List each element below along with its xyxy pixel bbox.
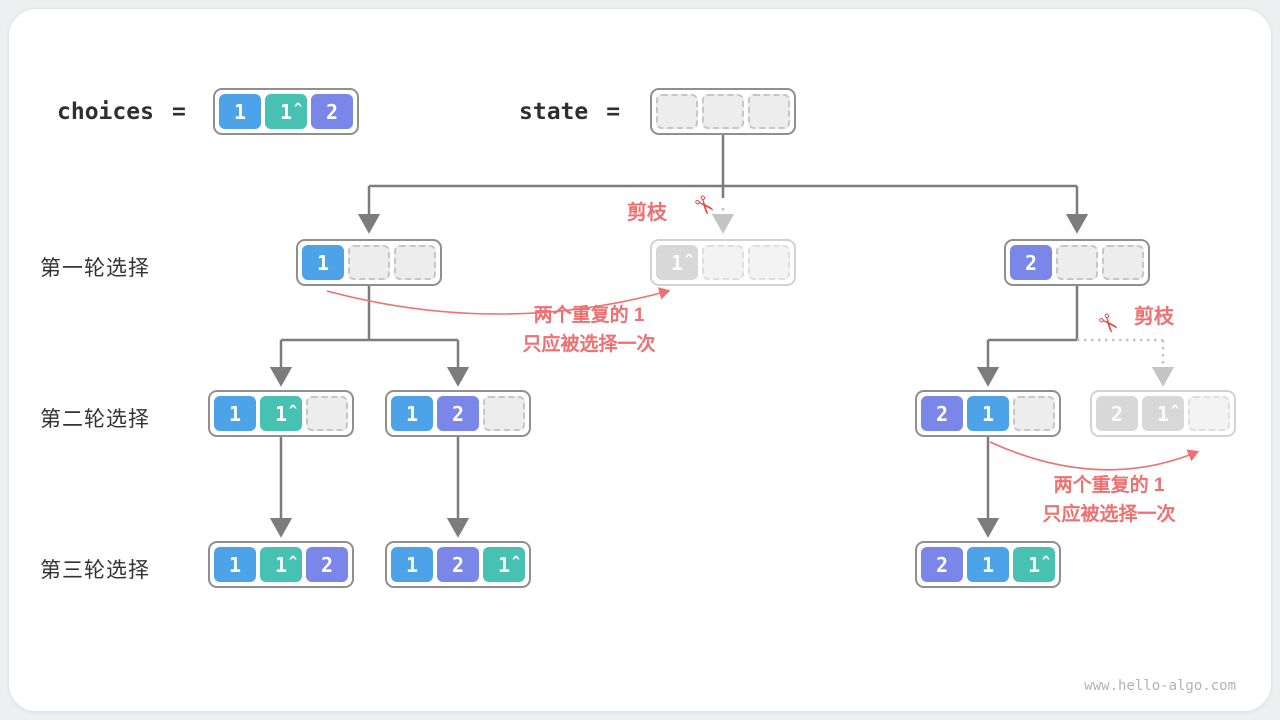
state-cell: 2 xyxy=(437,547,479,582)
state-cell: 1 xyxy=(214,547,256,582)
state-cell: 1 xyxy=(391,396,433,431)
state-cell: 1̂ xyxy=(1142,396,1184,431)
state-cell xyxy=(306,396,348,431)
state-cell xyxy=(702,245,744,280)
state-cell: 1̂ xyxy=(260,547,302,582)
state-cell xyxy=(748,94,790,129)
choices-equals: = xyxy=(171,98,186,125)
state-cell: 2 xyxy=(1010,245,1052,280)
state-cell: 2 xyxy=(921,547,963,582)
state-cell: 2 xyxy=(921,396,963,431)
prune-label-right: 剪枝 xyxy=(1134,306,1174,328)
node-level2-1-1hat: 1 1̂ xyxy=(208,390,354,437)
round-2-label: 第二轮选择 xyxy=(40,408,150,431)
site-watermark: www.hello-algo.com xyxy=(1084,678,1236,694)
prune-label-top: 剪枝 xyxy=(627,202,667,224)
node-level2-2-1hat-pruned: 2 1̂ xyxy=(1090,390,1236,437)
duplicate-note-line2: 只应被选择一次 xyxy=(522,333,656,355)
state-cell xyxy=(483,396,525,431)
choices-cell: 2 xyxy=(311,94,353,129)
round-3-label: 第三轮选择 xyxy=(40,559,150,582)
state-array-empty xyxy=(650,88,796,135)
duplicate-note-line1: 两个重复的 1 xyxy=(533,305,645,326)
state-cell: 1̂ xyxy=(260,396,302,431)
choices-cell: 1 xyxy=(219,94,261,129)
state-cell: 1 xyxy=(967,396,1009,431)
choices-cell: 1̂ xyxy=(265,94,307,129)
state-equals: = xyxy=(606,98,621,125)
state-cell xyxy=(1102,245,1144,280)
state-cell xyxy=(394,245,436,280)
duplicate-note-right: 两个重复的 1 只应被选择一次 xyxy=(1000,472,1218,529)
state-cell: 1̂ xyxy=(656,245,698,280)
state-cell: 2 xyxy=(1096,396,1138,431)
duplicate-note-line2: 只应被选择一次 xyxy=(1042,503,1176,525)
state-cell xyxy=(1056,245,1098,280)
duplicate-note-top: 两个重复的 1 只应被选择一次 xyxy=(483,302,695,359)
state-cell xyxy=(348,245,390,280)
state-word: state xyxy=(519,98,589,125)
choices-word: choices xyxy=(57,98,154,125)
state-cell: 1 xyxy=(967,547,1009,582)
state-cell xyxy=(1013,396,1055,431)
choices-label: choices = xyxy=(57,88,186,135)
node-level3-1-2-1hat: 1 2 1̂ xyxy=(385,541,531,588)
state-cell: 1 xyxy=(302,245,344,280)
node-level1-middle-pruned: 1̂ xyxy=(650,239,796,286)
round-1-label: 第一轮选择 xyxy=(40,257,150,280)
state-cell xyxy=(656,94,698,129)
state-cell xyxy=(748,245,790,280)
state-cell: 1 xyxy=(391,547,433,582)
duplicate-note-line1: 两个重复的 1 xyxy=(1053,475,1165,496)
choices-array: 1 1̂ 2 xyxy=(213,88,359,135)
node-level1-right: 2 xyxy=(1004,239,1150,286)
state-cell: 2 xyxy=(306,547,348,582)
state-cell: 2 xyxy=(437,396,479,431)
diagram-canvas xyxy=(8,8,1272,712)
node-level1-left: 1 xyxy=(296,239,442,286)
node-level3-1-1hat-2: 1 1̂ 2 xyxy=(208,541,354,588)
node-level2-1-2: 1 2 xyxy=(385,390,531,437)
node-level2-2-1: 2 1 xyxy=(915,390,1061,437)
state-cell xyxy=(702,94,744,129)
state-label: state = xyxy=(519,88,620,135)
state-cell: 1 xyxy=(214,396,256,431)
node-level3-2-1-1hat: 2 1 1̂ xyxy=(915,541,1061,588)
state-cell: 1̂ xyxy=(483,547,525,582)
state-cell: 1̂ xyxy=(1013,547,1055,582)
state-cell xyxy=(1188,396,1230,431)
